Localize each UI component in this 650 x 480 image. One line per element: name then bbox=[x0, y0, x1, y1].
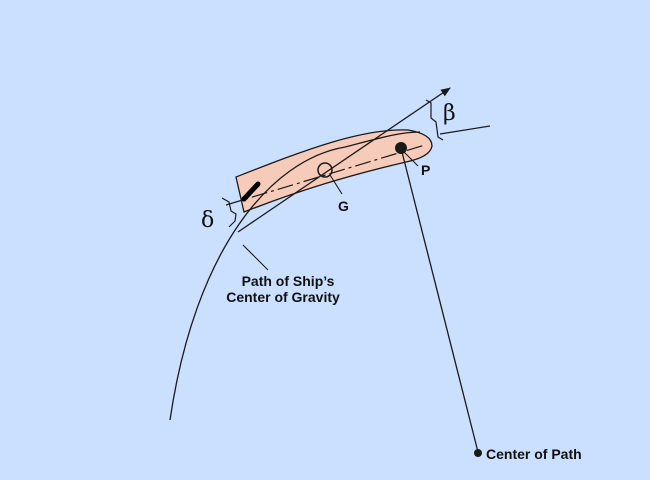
center-of-path-marker bbox=[474, 449, 482, 457]
ship-hull bbox=[235, 129, 433, 213]
heading-extension-line bbox=[439, 125, 491, 135]
velocity-arrow bbox=[237, 87, 451, 233]
pivot-point-marker bbox=[395, 142, 407, 154]
beta-label: β bbox=[443, 101, 456, 126]
ship-centerline bbox=[225, 144, 426, 206]
delta-label: δ bbox=[201, 208, 214, 233]
center-of-gravity-marker bbox=[317, 162, 333, 178]
path-leader-line bbox=[242, 244, 269, 271]
beta-bracket bbox=[425, 99, 444, 141]
g-leader-line bbox=[329, 174, 343, 195]
path-label-line1: Path of Ship’s bbox=[242, 273, 335, 289]
p-label: P bbox=[421, 162, 430, 178]
delta-bracket bbox=[221, 197, 237, 228]
g-label: G bbox=[338, 198, 349, 214]
path-label-line2: Center of Gravity bbox=[226, 289, 340, 305]
rudder bbox=[241, 181, 261, 202]
radius-line bbox=[400, 147, 479, 453]
cg-path-curve bbox=[169, 131, 421, 421]
center-of-path-label: Center of Path bbox=[486, 446, 582, 462]
p-leader-line bbox=[403, 151, 419, 167]
